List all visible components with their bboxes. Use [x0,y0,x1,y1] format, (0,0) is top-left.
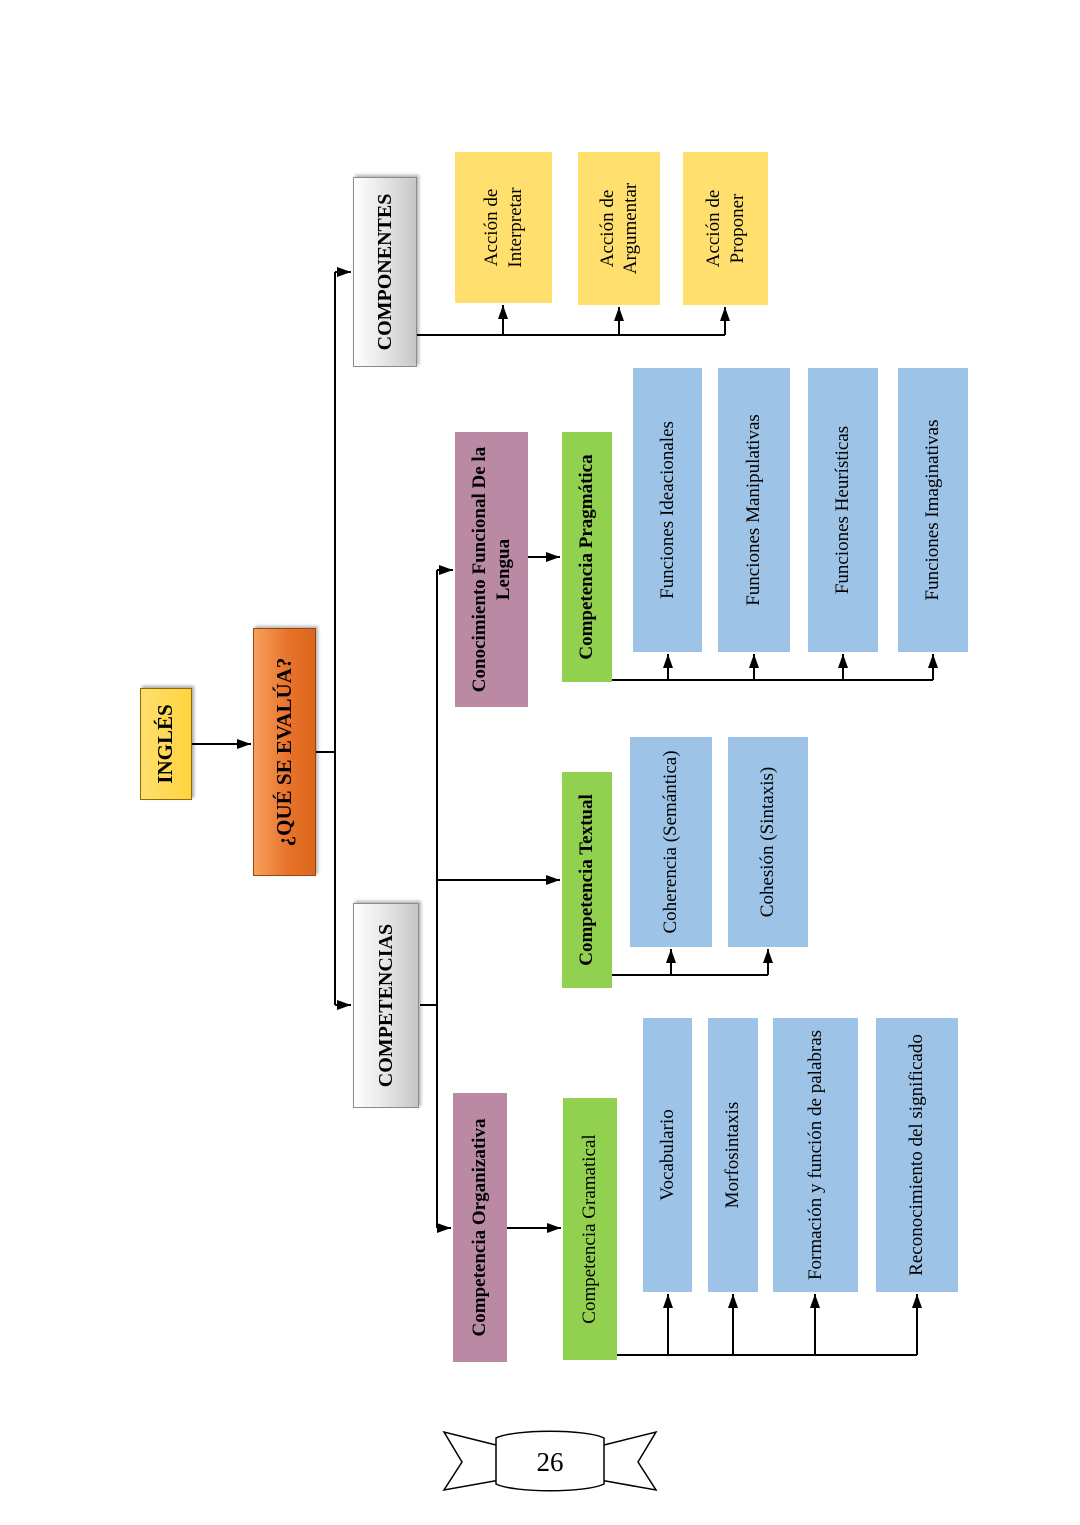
node-conocimiento-funcional: Conocimiento Funcional De la Lengua [455,432,528,707]
node-competencia-textual: Competencia Textual [562,772,612,988]
node-funciones-manipulativas: Funciones Manipulativas [718,368,790,652]
node-funciones-imaginativas-label: Funciones Imaginativas [922,419,944,601]
page-number-banner: 26 [442,1430,658,1492]
node-cohesion-sintaxis: Cohesión (Sintaxis) [728,737,808,947]
node-funciones-heuristicas: Funciones Heurísticas [808,368,878,652]
node-accion-interpretar-label: Acción de Interpretar [481,187,526,268]
node-reconocimiento-significado-label: Reconocimiento del significado [906,1034,928,1276]
node-accion-interpretar: Acción de Interpretar [455,152,552,303]
node-componentes: COMPONENTES [353,177,417,367]
node-formacion-palabras: Formación y función de palabras [773,1018,858,1292]
banner-left-tail [442,1430,501,1492]
node-cohesion-sintaxis-label: Cohesión (Sintaxis) [757,766,779,918]
node-accion-proponer-label: Acción de Proponer [703,189,748,268]
page-number: 26 [537,1447,564,1477]
node-ingles-label: INGLÉS [153,704,178,784]
node-competencias-label: COMPETENCIAS [374,923,397,1088]
node-que-se-evalua: ¿QUÉ SE EVALÚA? [253,628,316,876]
node-vocabulario-label: Vocabulario [656,1109,678,1201]
node-funciones-manipulativas-label: Funciones Manipulativas [743,414,765,606]
node-competencia-textual-label: Competencia Textual [576,794,598,966]
node-competencias: COMPETENCIAS [353,903,419,1108]
node-funciones-ideacionales-label: Funciones Ideacionales [656,421,678,599]
node-morfosintaxis-label: Morfosintaxis [722,1101,744,1209]
node-funciones-imaginativas: Funciones Imaginativas [898,368,968,652]
node-competencia-gramatical: Competencia Gramatical [563,1098,617,1360]
node-componentes-label: COMPONENTES [373,193,396,351]
node-ingles: INGLÉS [140,688,192,800]
node-conocimiento-funcional-label: Conocimiento Funcional De la Lengua [469,446,514,693]
node-formacion-palabras-label: Formación y función de palabras [804,1029,826,1281]
node-funciones-heuristicas-label: Funciones Heurísticas [832,425,854,595]
banner-right-tail [599,1430,658,1492]
node-morfosintaxis: Morfosintaxis [708,1018,758,1292]
banner-scroll [495,1430,605,1492]
node-reconocimiento-significado: Reconocimiento del significado [876,1018,958,1292]
node-coherencia-semantica-label: Coherencia (Semántica) [660,750,682,934]
node-competencia-gramatical-label: Competencia Gramatical [579,1134,601,1324]
node-competencia-organizativa: Competencia Organizativa [453,1093,507,1362]
node-que-se-evalua-label: ¿QUÉ SE EVALÚA? [271,657,296,847]
node-vocabulario: Vocabulario [643,1018,692,1292]
node-competencia-organizativa-label: Competencia Organizativa [469,1118,491,1337]
node-accion-proponer: Acción de Proponer [683,152,768,305]
node-funciones-ideacionales: Funciones Ideacionales [633,368,702,652]
connector-trunks [316,272,933,1356]
node-competencia-pragmatica-label: Competencia Pragmática [576,454,598,660]
node-accion-argumentar-label: Acción de Argumentar [596,182,641,275]
node-accion-argumentar: Acción de Argumentar [578,152,660,305]
node-coherencia-semantica: Coherencia (Semántica) [630,737,712,947]
node-competencia-pragmatica: Competencia Pragmática [562,432,612,682]
